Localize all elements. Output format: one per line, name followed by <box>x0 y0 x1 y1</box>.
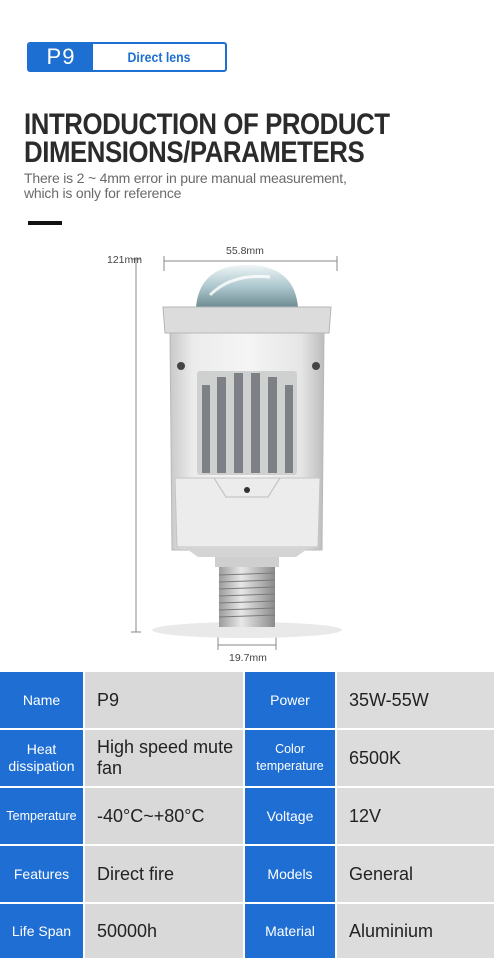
note-line-1: There is 2 ~ 4mm error in pure manual me… <box>24 170 347 186</box>
title-line-2: DIMENSIONS/PARAMETERS <box>24 136 365 169</box>
spec-value-name: P9 <box>83 672 243 730</box>
spec-label-voltage: Voltage <box>243 788 335 846</box>
spec-label-life-span: Life Span <box>0 904 83 960</box>
page-title: INTRODUCTION OF PRODUCT DIMENSIONS/PARAM… <box>24 108 402 169</box>
lens-illustration <box>131 256 342 650</box>
spec-value-models: General <box>335 846 494 904</box>
spec-value-temperature: -40°C~+80°C <box>83 788 243 846</box>
spec-label-color-temperature: Color temperature <box>243 730 335 788</box>
spec-value-voltage: 12V <box>335 788 494 846</box>
spec-label-material: Material <box>243 904 335 960</box>
note-line-2: which is only for reference <box>24 185 182 201</box>
spec-label-power: Power <box>243 672 335 730</box>
spec-label-temperature: Temperature <box>0 788 83 846</box>
measurement-note: There is 2 ~ 4mm error in pure manual me… <box>24 171 444 201</box>
spec-value-features: Direct fire <box>83 846 243 904</box>
spec-value-power: 35W-55W <box>335 672 494 730</box>
product-badge: P9 Direct lens <box>27 42 227 72</box>
spec-value-life-span: 50000h <box>83 904 243 960</box>
spec-label-name: Name <box>0 672 83 730</box>
spec-table: Name P9 Power 35W-55W Heat dissipation H… <box>0 672 494 960</box>
title-divider <box>28 221 62 225</box>
badge-label: Direct lens <box>127 49 191 65</box>
product-figure: 121mm 55.8mm 19.7mm <box>0 235 494 665</box>
badge-model: P9 <box>29 44 93 70</box>
spec-value-material: Aluminium <box>335 904 494 960</box>
height-dimension-label: 121mm <box>107 254 143 266</box>
spec-label-features: Features <box>0 846 83 904</box>
spec-value-color-temperature: 6500K <box>335 730 494 788</box>
base-dimension-label: 19.7mm <box>229 652 267 664</box>
width-dimension-label: 55.8mm <box>226 245 264 257</box>
spec-value-heat-dissipation: High speed mute fan <box>83 730 243 788</box>
spec-label-models: Models <box>243 846 335 904</box>
title-line-1: INTRODUCTION OF PRODUCT <box>24 108 390 141</box>
spec-label-heat-dissipation: Heat dissipation <box>0 730 83 788</box>
